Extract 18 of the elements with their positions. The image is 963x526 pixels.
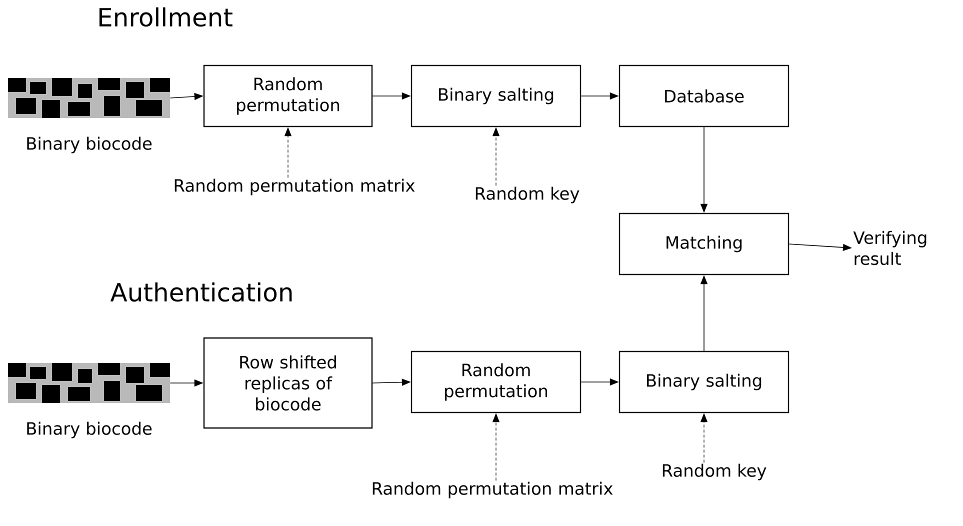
process-box: Database [618,64,790,128]
process-box: Matching [618,212,790,276]
caption-text: Binary biocode [27,422,152,438]
input-label: Random key [662,464,766,480]
section-heading: Authentication [110,282,292,302]
caption-text: Binary biocode [27,136,152,154]
input-label: Random permutation matrix [372,482,613,498]
process-box: Row shifted replicas of biocode [203,337,373,429]
process-box: Random permutation [410,350,582,414]
process-box: Binary salting [410,64,582,128]
picture [8,78,170,118]
process-box: Random permutation [203,64,373,128]
input-label: Verifying result [853,230,926,266]
input-label: Random key [476,186,580,204]
input-label: Random permutation matrix [174,178,415,196]
process-box: Binary salting [618,350,790,414]
picture [8,363,170,403]
section-heading: Enrollment [100,7,232,27]
